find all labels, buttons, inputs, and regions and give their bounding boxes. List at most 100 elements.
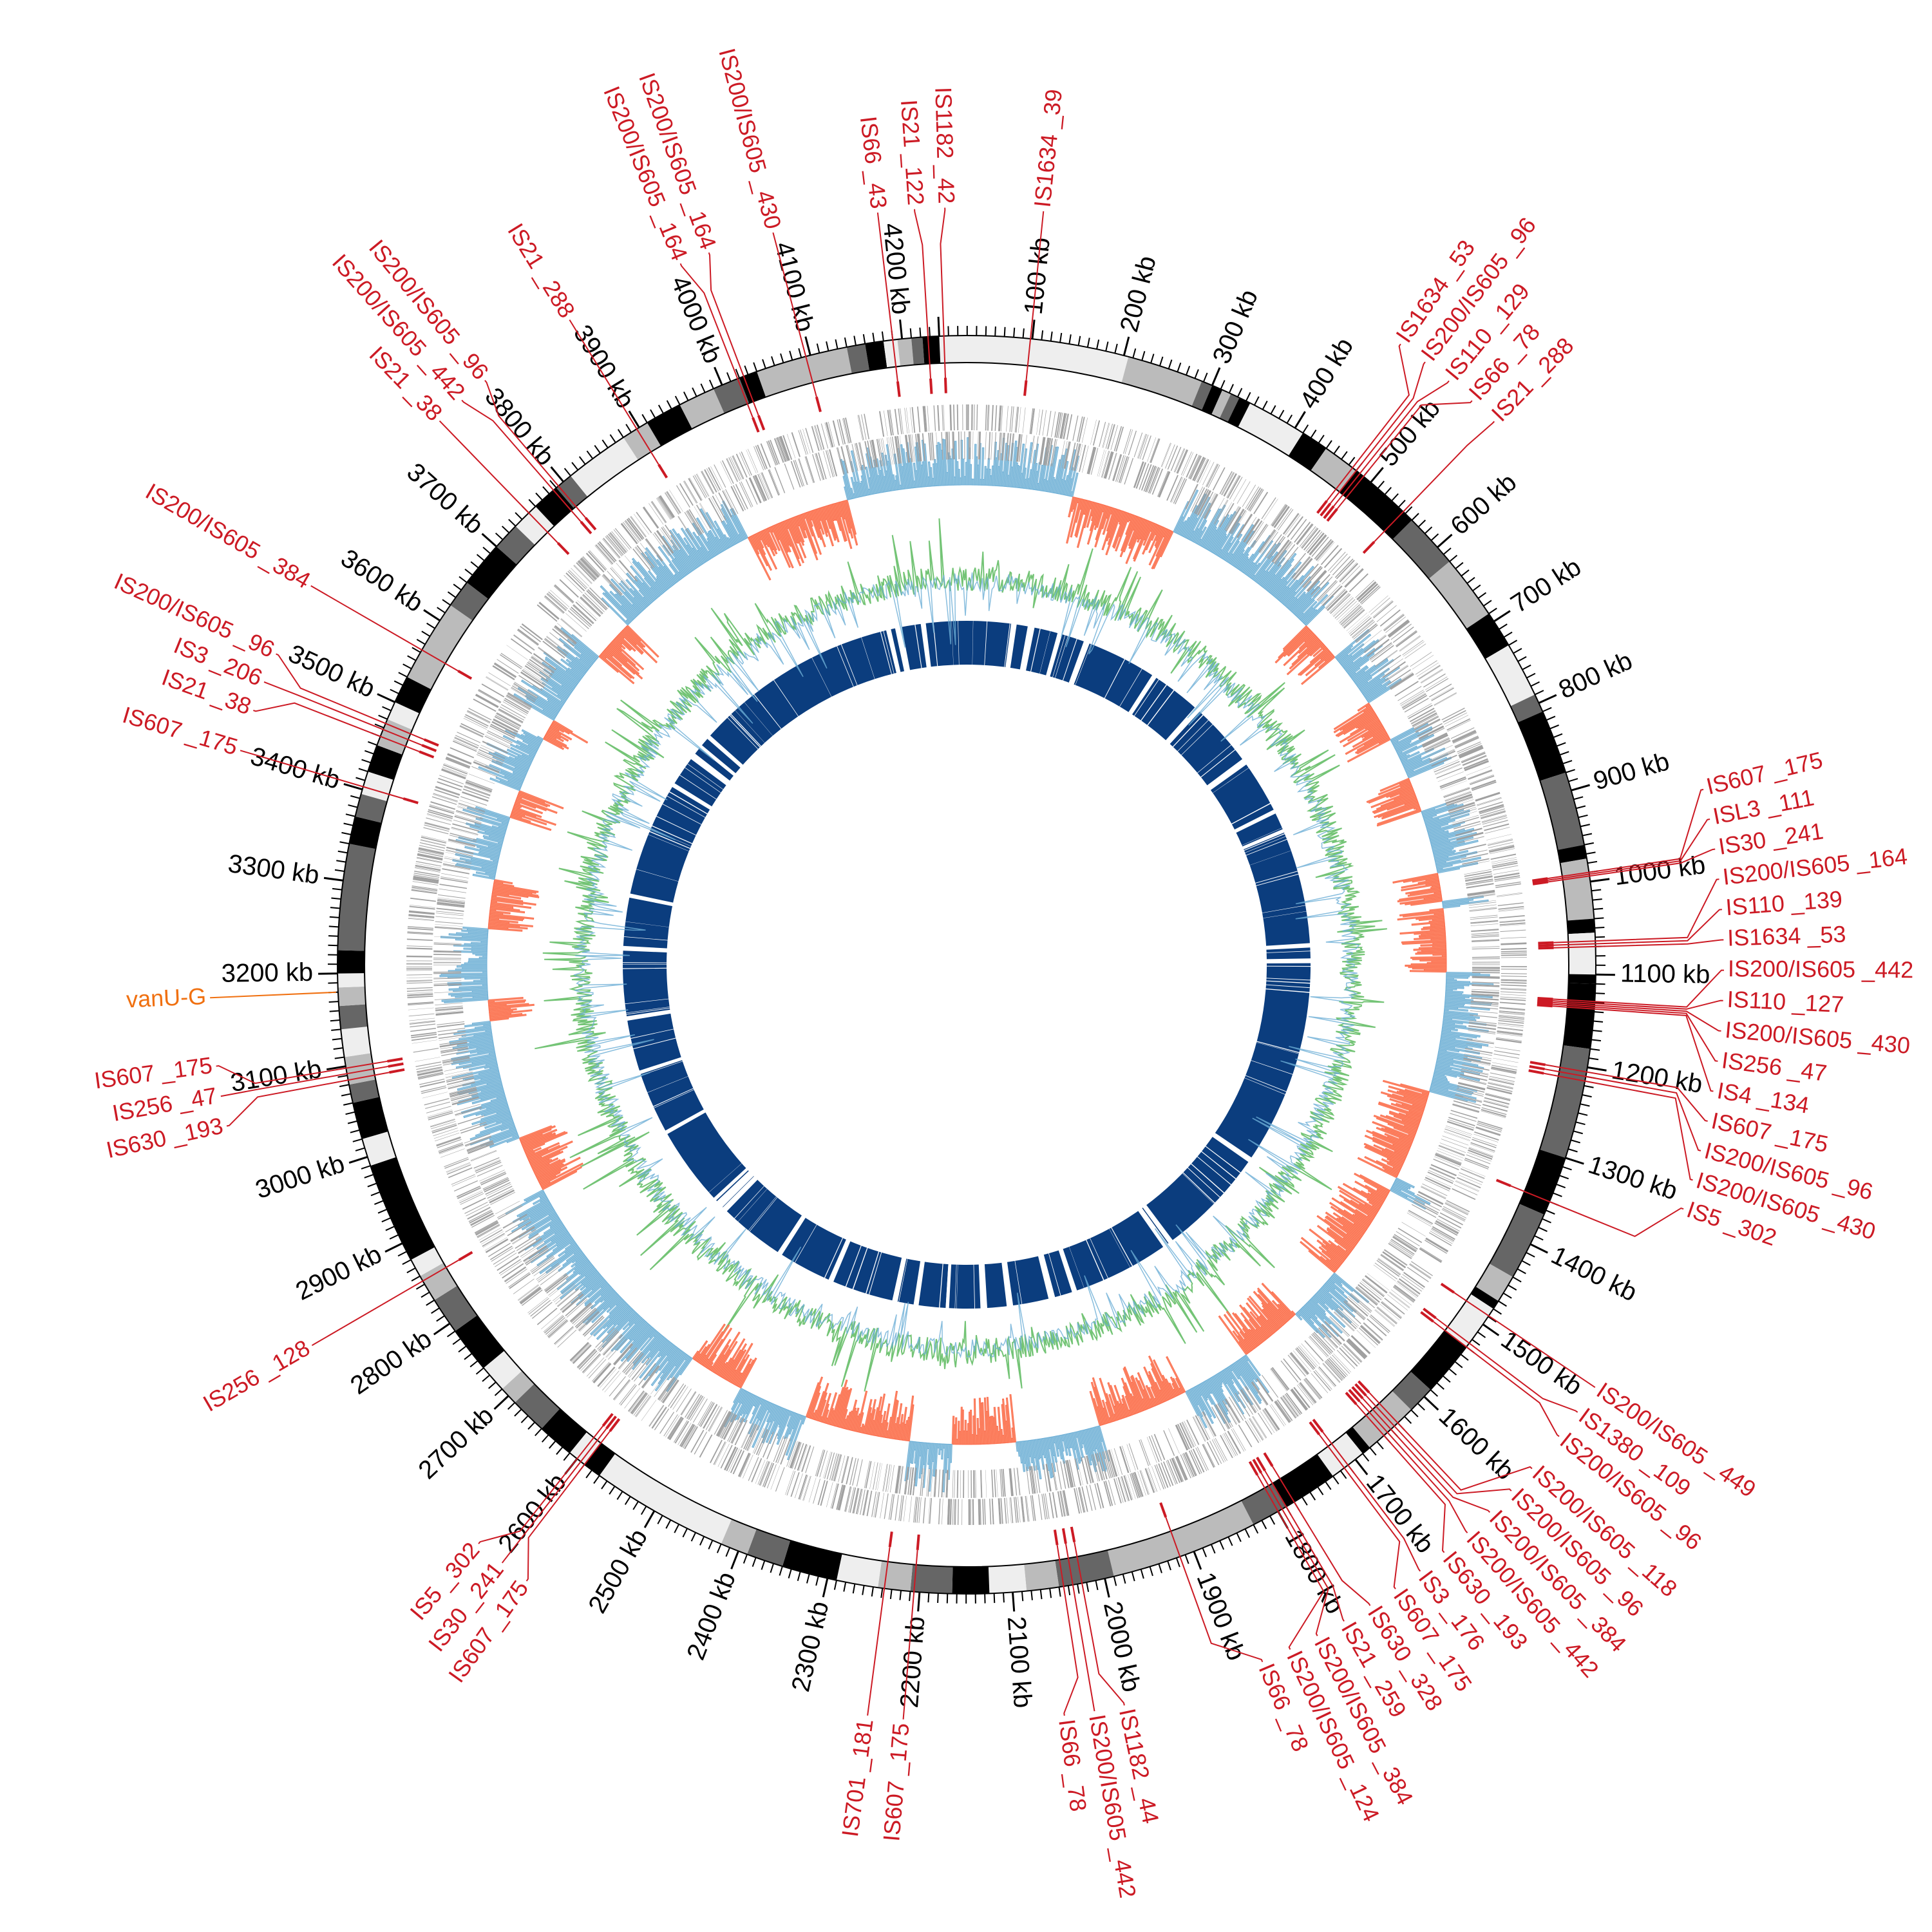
cds-ring-gap [1187, 1167, 1221, 1198]
gene-block [1102, 422, 1110, 448]
gc-skew-positive-bar [1287, 631, 1314, 657]
minor-tick [1077, 336, 1081, 346]
gene-block [956, 404, 959, 431]
gc-skew-positive-bar [1376, 810, 1422, 827]
gene-block [1385, 665, 1408, 681]
cds-ring-gap [973, 1264, 976, 1309]
gene-block [1150, 438, 1160, 464]
gene-block [731, 486, 744, 511]
gene-block [1439, 776, 1466, 788]
gene-block [1500, 936, 1526, 939]
gc-skew-positive-bar [1121, 1378, 1137, 1415]
cds-ring-gap [708, 1162, 743, 1193]
cds-ring-gap [865, 1251, 880, 1294]
ideogram-band [337, 986, 366, 1007]
gene-block [1222, 472, 1235, 496]
gc-skew-positive-bar [1070, 498, 1082, 538]
gene-block [1500, 994, 1526, 996]
gene-block [815, 1449, 824, 1477]
gene-block [1493, 1057, 1519, 1063]
gene-block [1501, 957, 1527, 958]
ideogram-band [1238, 402, 1303, 456]
gc-skew-positive-bar [875, 1393, 886, 1437]
minor-tick [1318, 435, 1325, 444]
gene-block [1501, 976, 1527, 977]
gene-block [1486, 834, 1512, 840]
gene-block [1425, 1240, 1447, 1254]
ideogram-band [988, 1564, 1027, 1594]
gene-block [1081, 417, 1088, 443]
gc-skew-positive-bar [964, 1419, 967, 1445]
gc-skew-positive-bar [1380, 1091, 1426, 1107]
gene-block [471, 766, 498, 777]
gc-skew-positive-bar [1335, 710, 1376, 737]
gene-block [1487, 838, 1513, 845]
gene-block [545, 638, 567, 656]
gene-block [972, 431, 974, 460]
gene-block [482, 1234, 506, 1248]
gc-skew-positive-bar [1339, 708, 1374, 732]
ideogram-band [1121, 356, 1202, 406]
gene-block [883, 1464, 888, 1492]
cds-ring-gap [1119, 668, 1143, 708]
gc-skew-positive-bar [1367, 1198, 1382, 1209]
cds-ring-gap [984, 620, 988, 666]
gc-skew-positive-bar [1329, 1202, 1369, 1229]
gene-block [451, 1175, 476, 1187]
ideogram-band [910, 1564, 953, 1594]
gene-block [1236, 481, 1251, 504]
gene-block [1261, 497, 1276, 520]
gene-block [1056, 1462, 1062, 1490]
cds-ring-gap [1207, 760, 1244, 788]
cds-ring-gap [649, 831, 691, 849]
gc-skew-positive-bar [1337, 1186, 1379, 1212]
gene-block [1408, 1209, 1434, 1224]
gc-skew-positive-bar [851, 1407, 860, 1432]
gene-block [1492, 1062, 1518, 1068]
cds-ring-gap [868, 1251, 882, 1296]
ideogram-band [878, 1560, 913, 1592]
cds-ring-gap [883, 630, 895, 674]
gc-skew-positive-bar [1378, 801, 1419, 819]
gene-block [1113, 426, 1122, 451]
gene-block [596, 544, 614, 564]
gene-block [1282, 513, 1299, 535]
minor-tick [1236, 388, 1243, 397]
gc-skew-positive-bar [887, 1390, 898, 1439]
gc-skew-positive-bar [1373, 796, 1417, 815]
ideogram-band [1517, 711, 1566, 781]
gene-block [1280, 1360, 1299, 1383]
gene-block [1490, 853, 1517, 860]
cds-ring-gap [635, 869, 679, 882]
gc-skew-positive-bar [1108, 1394, 1119, 1421]
cds-ring-gap [852, 1247, 868, 1291]
gene-block [1006, 406, 1009, 432]
gene-block [906, 408, 909, 433]
gc-skew-positive-bar [1086, 503, 1101, 545]
gc-skew-positive-bar [839, 1388, 853, 1428]
minor-tick [1050, 331, 1053, 341]
gene-block [1501, 952, 1527, 954]
gc-skew-positive-bar [1283, 629, 1312, 658]
gc-skew-positive-bar [1005, 1405, 1011, 1443]
gc-skew-positive-bar [1066, 497, 1079, 544]
gc-skew-positive-bar [1075, 498, 1083, 523]
gene-block [1418, 665, 1441, 680]
gc-skew-positive-bar [900, 1406, 907, 1441]
gene-block [641, 1399, 657, 1421]
gene-block [1421, 1186, 1446, 1200]
gc-skew-positive-bar [1354, 734, 1389, 754]
gc-skew-positive-bar [1143, 1366, 1162, 1405]
cds-ring-gap [954, 1264, 957, 1309]
gc-skew-positive-bar [1374, 800, 1419, 819]
gc-skew-positive-bar [1373, 1144, 1406, 1160]
gene-block [1434, 693, 1457, 706]
cds-ring-gap [1058, 1248, 1077, 1293]
gc-skew-positive-bar [1113, 511, 1128, 549]
gene-block [692, 475, 706, 498]
gene-block [1263, 498, 1278, 521]
gene-block [1290, 1352, 1309, 1375]
minor-tick [1461, 569, 1470, 577]
gene-block [1376, 605, 1397, 622]
cds-ring-gap [632, 1037, 677, 1050]
